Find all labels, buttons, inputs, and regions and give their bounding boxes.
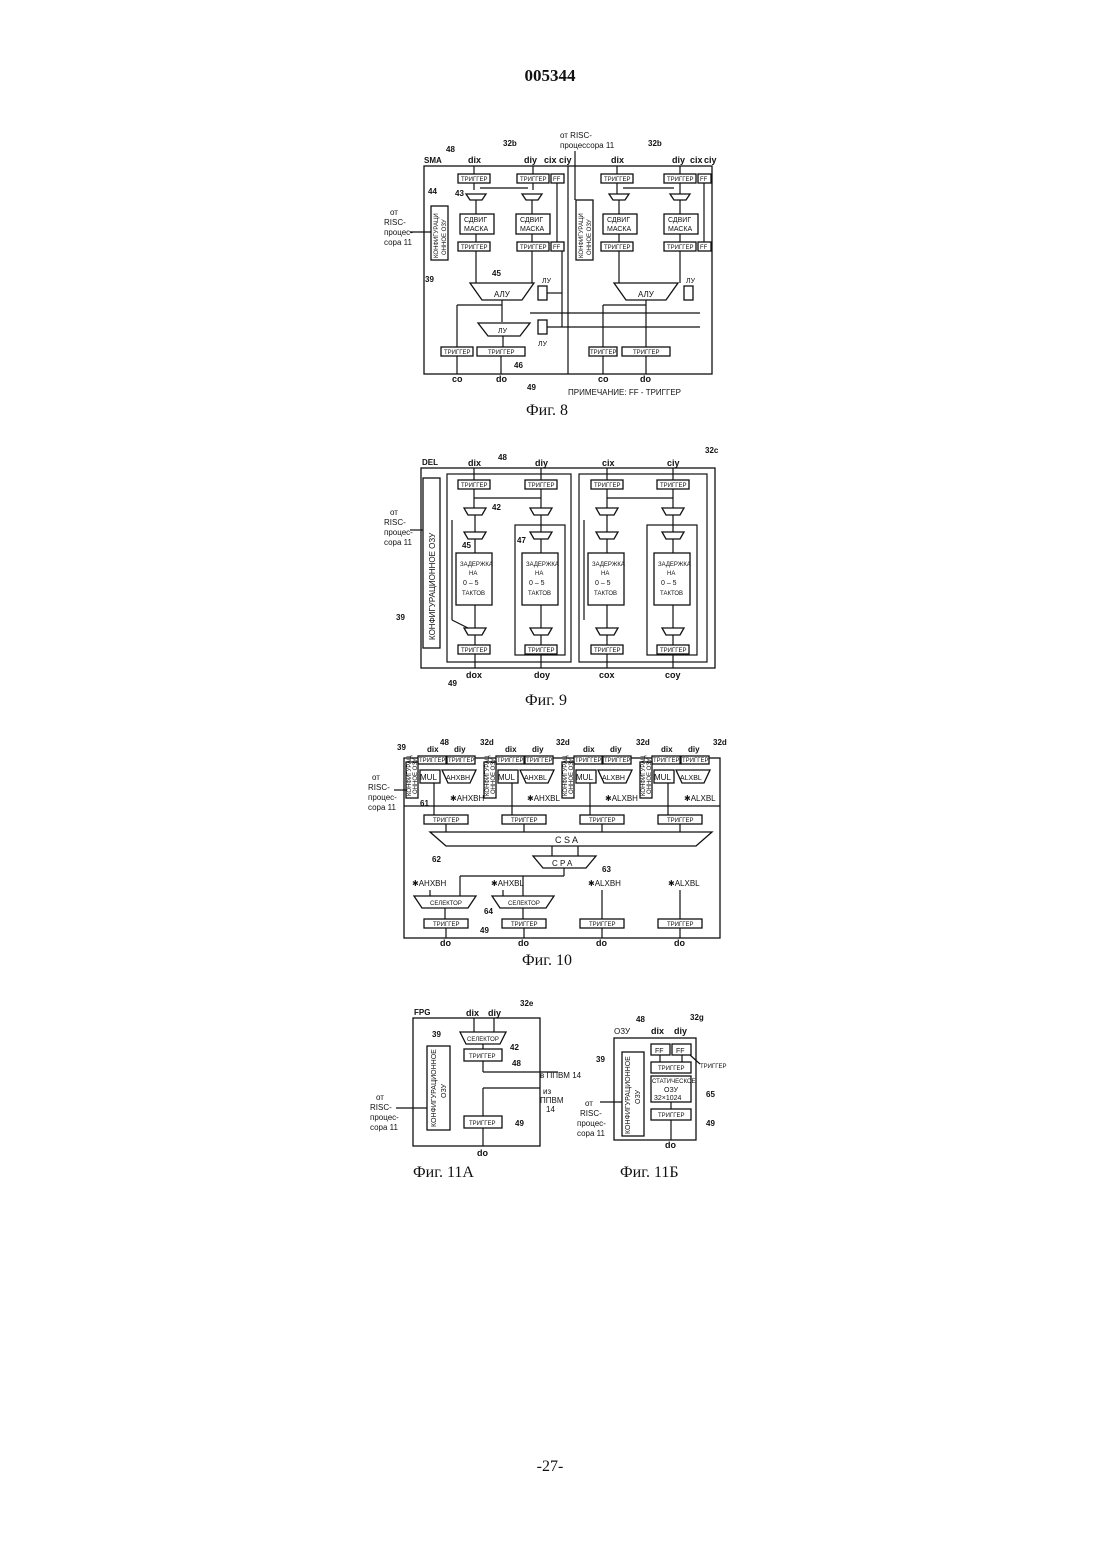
input-diy: diy bbox=[674, 1026, 687, 1036]
from-risc-4: сора 11 bbox=[577, 1129, 606, 1138]
trigger-label: ТРИГГЕР bbox=[658, 1113, 684, 1119]
trigger-note: ТРИГГЕР bbox=[700, 1064, 726, 1070]
sram-label: ОЗУ bbox=[664, 1087, 679, 1094]
from-risc-1: от bbox=[585, 1099, 593, 1108]
input-dix: dix bbox=[651, 1026, 664, 1036]
ff-label: FF bbox=[655, 1048, 664, 1055]
config-ozu-label: КОНФИГУРАЦИОННОЕ bbox=[625, 1056, 632, 1134]
fig11b-caption: Фиг. 11Б bbox=[620, 1164, 679, 1182]
ref-49: 49 bbox=[706, 1119, 715, 1128]
sram-label: СТАТИЧЕСКОЕ bbox=[652, 1079, 696, 1085]
sram-label: 32×1024 bbox=[654, 1095, 682, 1102]
ref-65: 65 bbox=[706, 1090, 715, 1099]
output-do: do bbox=[665, 1140, 676, 1150]
ozu-unit-label: ОЗУ bbox=[614, 1027, 631, 1036]
trigger-label: ТРИГГЕР bbox=[658, 1066, 684, 1072]
ref-39: 39 bbox=[596, 1055, 605, 1064]
config-ozu-label: ОЗУ bbox=[635, 1089, 642, 1104]
from-risc-2: RISC- bbox=[580, 1109, 602, 1118]
page-footer: -27- bbox=[0, 1458, 1100, 1476]
from-risc-3: процес- bbox=[577, 1119, 606, 1128]
ff-label: FF bbox=[676, 1048, 685, 1055]
ref-48: 48 bbox=[636, 1015, 645, 1024]
ref-32g: 32g bbox=[690, 1013, 704, 1022]
